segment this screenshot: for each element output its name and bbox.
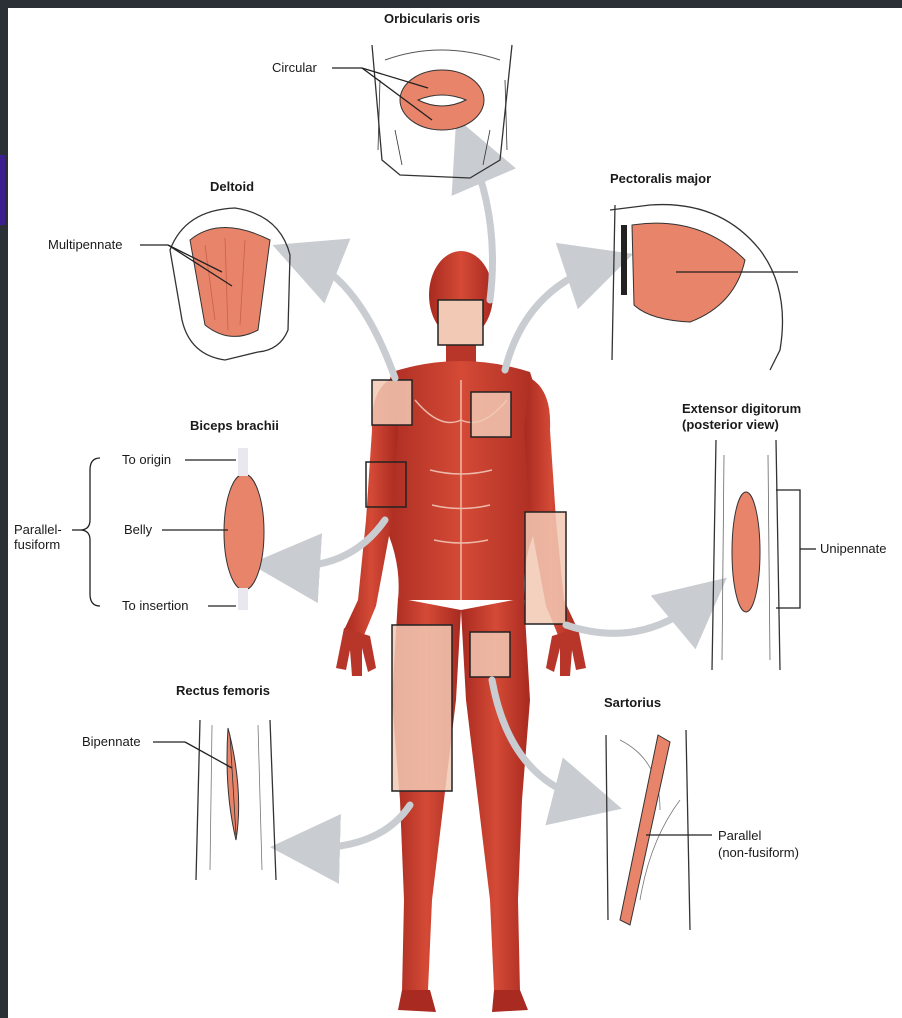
left-accent-bar: [0, 155, 5, 225]
sartorius-label-2: (non-fusiform): [718, 846, 799, 860]
sartorius-title: Sartorius: [604, 696, 661, 710]
biceps-title: Biceps brachii: [190, 419, 279, 433]
biceps-group-label-2: fusiform: [14, 538, 60, 552]
biceps-to-origin: To origin: [122, 453, 171, 467]
extensor-muscle: [732, 492, 760, 612]
diagram-area-right: [800, 8, 902, 1018]
orbicularis-title: Orbicularis oris: [384, 12, 480, 26]
biceps-to-insertion: To insertion: [122, 599, 188, 613]
highlight-box-deltoid: [372, 380, 412, 425]
highlight-box-rectus-femoris: [392, 625, 452, 791]
extensor-label: Unipennate: [820, 542, 887, 556]
highlight-box-mouth: [438, 300, 483, 345]
figure-right-foot: [398, 990, 436, 1012]
pectoralis-title: Pectoralis major: [610, 172, 711, 186]
biceps-muscle: [224, 474, 264, 590]
sartorius-label-1: Parallel: [718, 829, 761, 843]
rectus-femoris-label: Bipennate: [82, 735, 141, 749]
deltoid-label: Multipennate: [48, 238, 122, 252]
highlight-box-pectoralis: [471, 392, 511, 437]
extensor-title-1: Extensor digitorum: [682, 402, 801, 416]
orbicularis-label: Circular: [272, 61, 317, 75]
extensor-title-2: (posterior view): [682, 418, 779, 432]
deltoid-title: Deltoid: [210, 180, 254, 194]
biceps-belly: Belly: [124, 523, 152, 537]
rectus-femoris-title: Rectus femoris: [176, 684, 270, 698]
highlight-box-sartorius: [470, 632, 510, 677]
highlight-box-extensor: [525, 512, 566, 624]
biceps-group-label-1: Parallel-: [14, 523, 62, 537]
